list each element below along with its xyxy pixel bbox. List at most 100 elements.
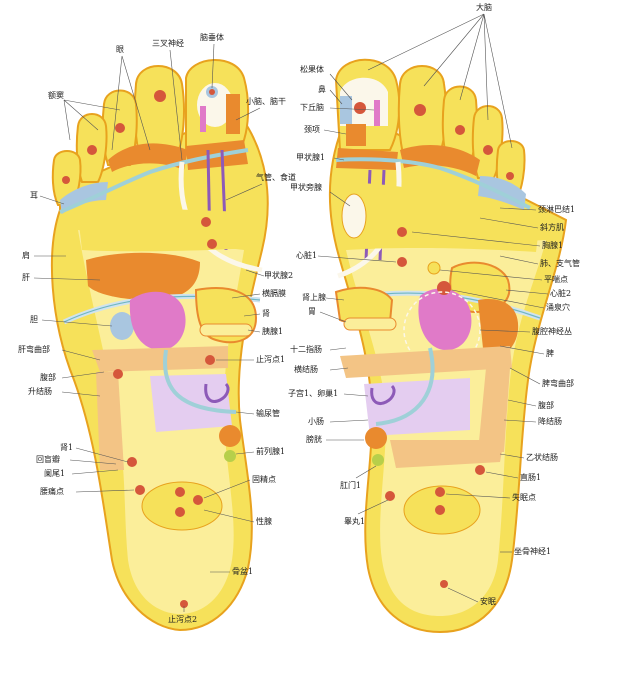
leader-hypothalamus: [329, 107, 375, 111]
leader-sinus: [63, 99, 121, 141]
label-sinus: 额窦: [48, 90, 64, 100]
left-foot: [50, 59, 269, 632]
leader-heart2: [505, 289, 549, 295]
leader-celiac: [479, 329, 531, 333]
left-labels-inner: 甲状腺2 横膈膜 肾 胰腺1 止泻点1 输尿管 前列腺1 固精点 性腺 骨盆1 …: [168, 269, 293, 624]
label-duodenum: 十二指肠: [290, 344, 322, 354]
label-splenic-flexure: 脾弯曲部: [542, 378, 574, 388]
label-celiac: 腹腔神经丛: [532, 326, 572, 336]
label-nose: 鼻: [318, 84, 326, 94]
right-toe5-dot: [506, 172, 514, 180]
label-uterus: 子宫1、卵巢1: [288, 388, 338, 398]
leader-transverse-colon: [329, 367, 349, 371]
leader-ureter: [235, 411, 255, 415]
right-pineal-dot: [354, 102, 366, 114]
label-hepatic-flexure: 肝弯曲部: [18, 344, 50, 354]
left-liver: [86, 252, 200, 300]
leader-heart: [317, 255, 397, 263]
leader-cerebellum: [235, 107, 261, 121]
leader-descending-colon: [503, 419, 537, 423]
label-brain: 大脑: [476, 2, 492, 12]
leader-pituitary: [211, 43, 215, 89]
label-lumbago: 腰痛点: [40, 486, 64, 496]
leader-gonad: [203, 509, 255, 523]
label-transverse-colon: 横结肠: [294, 364, 318, 374]
left-gallbladder: [110, 312, 134, 340]
label-ascending-colon: 升结肠: [28, 386, 52, 396]
right-rectum-dot: [475, 465, 485, 475]
label-kidney: 肾1: [60, 443, 73, 452]
right-testis-dot: [385, 491, 395, 501]
leader-eye: [111, 55, 151, 151]
leader-adrenal: [325, 297, 345, 301]
leader-lumbago: [75, 489, 135, 493]
label-thymus: 胸腺1: [542, 240, 563, 250]
label-gonad: 性腺: [256, 516, 272, 526]
left-lung-area: [78, 208, 252, 252]
label-antidiarrhea2: 止泻点2: [168, 614, 197, 624]
right-lymph-dot: [397, 227, 407, 237]
leader-calm: [447, 587, 479, 603]
right-nose-zone: [340, 96, 352, 124]
right-splenic-zone: [478, 299, 519, 359]
left-toe3-dot: [115, 123, 125, 133]
leader-abdomen: [61, 371, 105, 379]
right-heart1-dot: [397, 257, 407, 267]
label-gallbladder: 胆: [30, 315, 38, 324]
leader-duodenum: [329, 347, 347, 351]
right-labels-side: 颈淋巴结1 斜方肌 胸腺1 肺、支气管 平喘点 心脏2 涌泉穴 腹腔神经丛 脾 …: [411, 204, 580, 606]
leader-trachea: [225, 183, 263, 201]
right-foot: [328, 58, 568, 634]
right-toe4-dot: [483, 145, 493, 155]
leader-stomach: [319, 311, 347, 323]
leader-nose: [329, 89, 343, 105]
right-nerve-line: [335, 157, 531, 210]
left-toe2-dot: [154, 90, 166, 102]
right-stomach-strip: [343, 317, 397, 331]
leader-thymus: [411, 231, 541, 247]
label-heart: 心脏1: [296, 250, 317, 260]
left-kidney-dot: [127, 457, 137, 467]
right-eye-zone: [400, 145, 480, 176]
label-abdomen: 腹部: [40, 372, 56, 382]
right-spleen: [418, 288, 472, 351]
label-spleen: 脾: [546, 348, 554, 358]
left-prostate: [224, 450, 236, 462]
leader-anus: [355, 465, 377, 479]
leader-sigmoid: [499, 453, 525, 459]
leader-kidney-r: [243, 313, 261, 317]
right-heart-top: [427, 261, 441, 275]
label-antidiarrhea: 止泻点1: [256, 354, 285, 364]
right-hypothalamus-bar: [374, 100, 380, 126]
label-insomnia: 失眠点: [512, 492, 536, 502]
right-insomnia-dot-2: [435, 505, 445, 515]
left-toe5-dot: [62, 176, 70, 184]
label-small-intestine: 小肠: [308, 417, 324, 426]
label-anus: 肛门1: [340, 480, 361, 490]
label-ear: 耳: [30, 191, 38, 200]
leader-diaphragm: [231, 293, 261, 299]
label-eye: 眼: [116, 45, 124, 54]
label-parathyroid: 甲状旁腺: [290, 182, 322, 192]
leader-rectum: [485, 471, 519, 479]
label-trapezius: 斜方肌: [540, 222, 564, 232]
right-bladder-loop: [370, 384, 396, 405]
label-neck: 颈项: [304, 125, 320, 134]
left-sciatic-dot: [180, 600, 188, 608]
leader-ear: [39, 195, 65, 205]
label-adrenal: 肾上腺: [302, 292, 326, 302]
label-descending-colon: 降结肠: [538, 416, 562, 426]
leader-abdomen2: [507, 399, 537, 407]
right-labels-top: 大脑 松果体 鼻 下丘脑 颈项 甲状腺1 甲状旁腺 心脏1 肾上腺 胃 十二指肠…: [288, 2, 513, 526]
label-appendix: 回盲瓣: [36, 454, 60, 464]
left-ascending-colon: [96, 372, 124, 470]
left-pancreas: [199, 323, 253, 337]
label-ureter: 输尿管: [256, 408, 280, 418]
leader-pineal: [329, 73, 353, 101]
left-labels-top: 眼 三叉神经 脑垂体 小脑、脑干 气管、食道: [111, 32, 296, 201]
label-hypothalamus: 下丘脑: [300, 102, 324, 112]
left-labels-outer: 额窦 耳 肩 肝 胆 肝弯曲部 腹部 升结肠 肾1 回盲瓣 阑尾1 腰痛点: [18, 90, 135, 496]
label-thyroid1: 甲状腺1: [296, 152, 325, 162]
label-bladder: 膀胱: [306, 434, 322, 444]
leader-small-intestine: [329, 419, 369, 423]
